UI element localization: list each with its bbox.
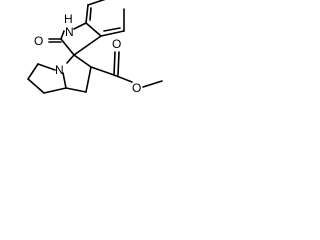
- bond-benzene-4: [100, 30, 125, 37]
- bond-ester-co-1: [113, 51, 116, 76]
- bond-n-ring-a1: [37, 63, 56, 71]
- bond-c3-c3a: [73, 35, 102, 56]
- bond-benzene-inner-1: [103, 27, 121, 32]
- bond-spiro-c: [73, 54, 92, 68]
- lactam-nh-h-label: H: [64, 12, 73, 26]
- bond-c-ester: [90, 66, 115, 76]
- bond-ring-a4: [43, 87, 67, 94]
- bond-bridgehead-c: [65, 87, 87, 93]
- bond-c7a-n: [73, 22, 87, 30]
- bond-n-bridgehead: [62, 72, 67, 89]
- ester-ether-o-label: O: [132, 81, 141, 95]
- lactam-o-label: O: [34, 34, 43, 48]
- molecule-structure: H N O N O O: [27, 0, 163, 95]
- bond-ester-co-2: [117, 51, 120, 76]
- bond-benzene-1: [85, 4, 89, 24]
- bond-o-methyl: [142, 80, 163, 88]
- bonds: [27, 0, 163, 94]
- ester-carbonyl-o-label: O: [112, 37, 121, 51]
- atom-labels: H N O N O O: [34, 12, 141, 95]
- bond-benzene-2: [87, 0, 106, 6]
- bond-ring-b: [85, 66, 92, 93]
- bond-ring-a3: [27, 78, 45, 94]
- bond-benzene-3: [85, 22, 102, 37]
- bond-spiro-n: [66, 54, 75, 64]
- lactam-n-label: N: [65, 25, 74, 39]
- bond-n-c2: [60, 30, 65, 40]
- bond-ester-o: [113, 74, 133, 83]
- bond-ring-a2: [27, 63, 39, 80]
- pyrrolizidine-n-label: N: [55, 63, 64, 77]
- bond-benzene-inner-2: [89, 7, 92, 21]
- bond-c2-c3: [60, 38, 75, 56]
